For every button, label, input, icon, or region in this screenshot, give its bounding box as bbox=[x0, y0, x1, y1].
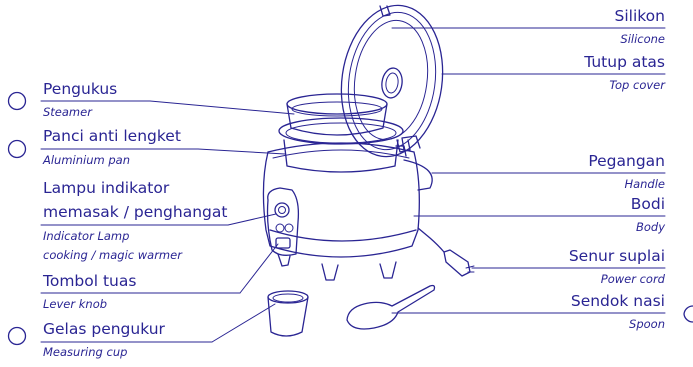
label-body: Bodi bbox=[631, 197, 665, 213]
circle-marker-icon bbox=[9, 141, 26, 158]
label-pan-en: Aluminium pan bbox=[43, 155, 130, 167]
cooker-body-drawing bbox=[263, 136, 432, 280]
label-spoon-en: Spoon bbox=[629, 319, 665, 331]
circle-marker-icon bbox=[684, 306, 693, 322]
measuring-cup-drawing bbox=[268, 291, 308, 336]
label-indicator-lamp-en-line1: Indicator Lamp bbox=[43, 231, 129, 243]
label-handle-en: Handle bbox=[624, 179, 665, 191]
label-measuring-cup: Gelas pengukur bbox=[43, 322, 165, 338]
steamer-drawing bbox=[287, 94, 387, 135]
label-steamer: Pengukus bbox=[43, 82, 117, 98]
label-lever-knob-en: Lever knob bbox=[43, 299, 107, 311]
label-pan: Panci anti lengket bbox=[43, 129, 181, 145]
label-spoon: Sendok nasi bbox=[571, 294, 665, 310]
pan-drawing bbox=[279, 118, 403, 172]
power-cord-drawing bbox=[418, 228, 474, 276]
label-silicone: Silikon bbox=[615, 9, 666, 25]
circle-marker-icon bbox=[9, 93, 26, 110]
label-power-cord-en: Power cord bbox=[601, 274, 665, 286]
label-top-cover: Tutup atas bbox=[584, 55, 665, 71]
label-indicator-lamp-line1: Lampu indikator bbox=[43, 181, 169, 197]
spoon-drawing bbox=[347, 286, 435, 330]
label-power-cord: Senur suplai bbox=[569, 249, 665, 265]
label-steamer-en: Steamer bbox=[43, 107, 92, 119]
circle-marker-icon bbox=[9, 328, 26, 345]
label-indicator-lamp-en-line2: cooking / magic warmer bbox=[43, 250, 182, 262]
label-top-cover-en: Top cover bbox=[609, 80, 665, 92]
label-body-en: Body bbox=[636, 222, 665, 234]
label-measuring-cup-en: Measuring cup bbox=[43, 347, 127, 359]
label-handle: Pegangan bbox=[588, 154, 665, 170]
label-lever-knob: Tombol tuas bbox=[43, 274, 136, 290]
label-indicator-lamp-line2: memasak / penghangat bbox=[43, 205, 227, 221]
label-silicone-en: Silicone bbox=[620, 34, 665, 46]
